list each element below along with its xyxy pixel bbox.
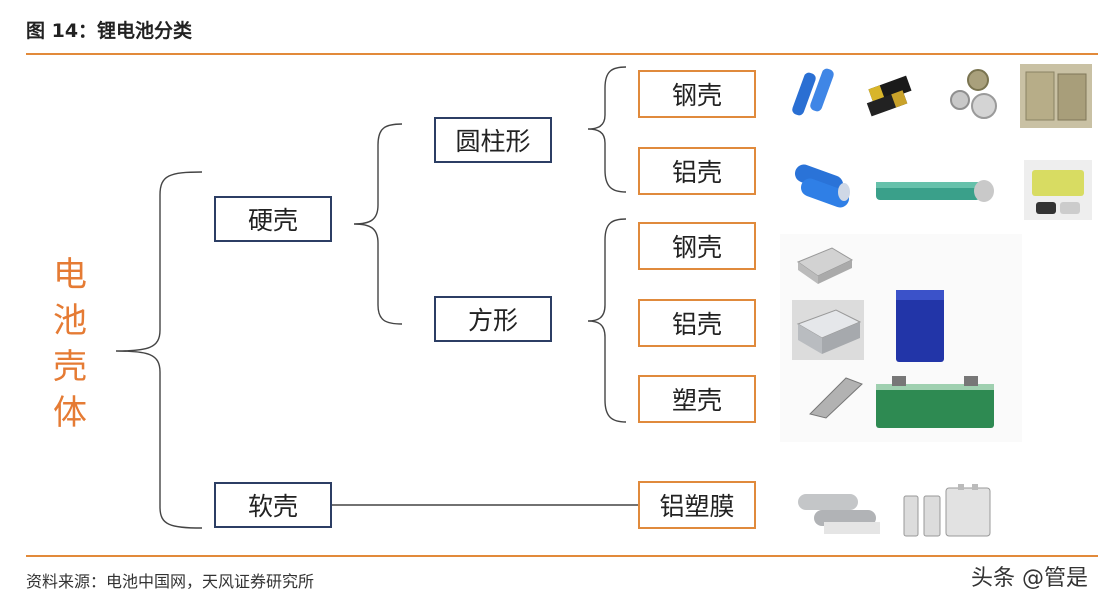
cyl-steel-box: 钢壳 bbox=[638, 70, 756, 118]
blue-prism-photo bbox=[896, 290, 944, 362]
root-char: 池 bbox=[53, 301, 87, 341]
pri-steel-box: 钢壳 bbox=[638, 222, 756, 270]
source-note: 资料来源：电池中国网，天风证券研究所 bbox=[26, 572, 315, 591]
root-char: 电 bbox=[53, 255, 87, 295]
top-rule bbox=[26, 53, 1098, 55]
alu-module-photo bbox=[1024, 160, 1092, 220]
cylinder-box: 圆柱形 bbox=[434, 117, 552, 163]
hard-shell-box: 硬壳 bbox=[214, 196, 332, 242]
long-cylinder-photo bbox=[876, 176, 998, 206]
pouch-roll-photo bbox=[794, 486, 888, 538]
soft-shell-box: 软壳 bbox=[214, 482, 332, 528]
root-bracket bbox=[115, 171, 203, 529]
prism-box: 方形 bbox=[434, 296, 552, 342]
watermark: 头条 @管是 bbox=[971, 566, 1088, 591]
pouch-box: 铝塑膜 bbox=[638, 481, 756, 529]
green-prism-photo bbox=[876, 376, 994, 428]
cylinder-battery-photo bbox=[790, 62, 850, 120]
plastic-prism-photo bbox=[809, 377, 863, 419]
prism-bracket bbox=[587, 218, 627, 423]
cyl-alu-box: 铝壳 bbox=[638, 147, 756, 195]
cylinder-bracket bbox=[587, 66, 627, 193]
pouch-cell-photo bbox=[898, 484, 1002, 540]
alu-cylinder-photo bbox=[790, 152, 860, 212]
hard-bracket bbox=[353, 123, 403, 325]
figure-title: 图 14：锂电池分类 bbox=[26, 20, 193, 42]
steel-prism-photo bbox=[796, 247, 854, 284]
root-char: 体 bbox=[53, 393, 87, 433]
aa-battery-photo bbox=[858, 62, 918, 120]
bottom-rule bbox=[26, 555, 1098, 557]
steel-case-photo bbox=[1020, 64, 1092, 128]
alu-prism-photo bbox=[792, 300, 864, 360]
root-label: 电 池 壳 体 bbox=[46, 252, 94, 436]
root-char: 壳 bbox=[53, 347, 87, 387]
coin-cell-photo bbox=[940, 62, 1012, 126]
pri-alu-box: 铝壳 bbox=[638, 299, 756, 347]
pri-plastic-box: 塑壳 bbox=[638, 375, 756, 423]
